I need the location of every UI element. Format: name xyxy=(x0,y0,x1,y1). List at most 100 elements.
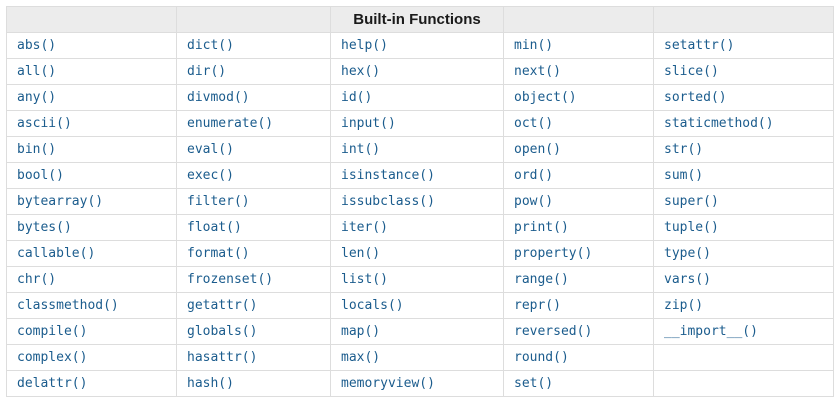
function-link[interactable]: id() xyxy=(341,90,373,105)
function-link[interactable]: list() xyxy=(341,272,388,287)
function-link[interactable]: min() xyxy=(514,38,554,53)
table-cell: next() xyxy=(503,58,654,85)
function-link[interactable]: iter() xyxy=(341,220,388,235)
function-link[interactable]: setattr() xyxy=(664,38,735,53)
function-link[interactable]: object() xyxy=(514,90,577,105)
function-link[interactable]: frozenset() xyxy=(187,272,274,287)
builtin-functions-table: Built-in Functions abs() dict() help() min(… xyxy=(6,6,834,397)
table-cell: range() xyxy=(503,266,654,293)
function-link[interactable]: hash() xyxy=(187,376,234,391)
table-cell: ord() xyxy=(503,162,654,189)
function-link[interactable]: complex() xyxy=(17,350,88,365)
table-row: classmethod() getattr() locals() repr() zip(… xyxy=(6,292,834,319)
function-link[interactable]: memoryview() xyxy=(341,376,435,391)
table-cell: print() xyxy=(503,214,654,241)
function-link[interactable]: oct() xyxy=(514,116,554,131)
function-link[interactable]: pow() xyxy=(514,194,554,209)
function-link[interactable]: staticmethod() xyxy=(664,116,774,131)
function-link[interactable]: globals() xyxy=(187,324,258,339)
function-link[interactable]: open() xyxy=(514,142,561,157)
function-link[interactable]: filter() xyxy=(187,194,250,209)
function-link[interactable]: chr() xyxy=(17,272,57,287)
function-link[interactable]: ascii() xyxy=(17,116,72,131)
table-cell: iter() xyxy=(330,214,504,241)
function-link[interactable]: max() xyxy=(341,350,381,365)
table-caption: Built-in Functions xyxy=(330,6,504,33)
table-cell: bytearray() xyxy=(6,188,177,215)
function-link[interactable]: round() xyxy=(514,350,569,365)
function-link[interactable]: reversed() xyxy=(514,324,593,339)
page-body: Built-in Functions abs() dict() help() min(… xyxy=(6,6,834,397)
table-cell: ascii() xyxy=(6,110,177,137)
table-cell: property() xyxy=(503,240,654,267)
table-header: Built-in Functions xyxy=(6,6,834,33)
function-link[interactable]: int() xyxy=(341,142,381,157)
function-link[interactable]: hex() xyxy=(341,64,381,79)
table-row: bool() exec() isinstance() ord() sum() xyxy=(6,162,834,189)
function-link[interactable]: delattr() xyxy=(17,376,88,391)
function-link[interactable]: print() xyxy=(514,220,569,235)
function-link[interactable]: bytearray() xyxy=(17,194,104,209)
table-cell: memoryview() xyxy=(330,370,504,397)
table-cell: any() xyxy=(6,84,177,111)
function-link[interactable]: bin() xyxy=(17,142,57,157)
table-header-cell-empty xyxy=(176,6,331,33)
table-row: delattr() hash() memoryview() set() xyxy=(6,370,834,397)
function-link[interactable]: str() xyxy=(664,142,704,157)
table-cell: dir() xyxy=(176,58,331,85)
function-link[interactable]: vars() xyxy=(664,272,711,287)
function-link[interactable]: eval() xyxy=(187,142,234,157)
table-row: bytes() float() iter() print() tuple() xyxy=(6,214,834,241)
function-link[interactable]: slice() xyxy=(664,64,719,79)
function-link[interactable]: hasattr() xyxy=(187,350,258,365)
table-cell: globals() xyxy=(176,318,331,345)
table-cell: classmethod() xyxy=(6,292,177,319)
table-cell: sum() xyxy=(653,162,834,189)
table-header-cell-empty xyxy=(6,6,177,33)
function-link[interactable]: float() xyxy=(187,220,242,235)
function-link[interactable]: abs() xyxy=(17,38,57,53)
function-link[interactable]: ord() xyxy=(514,168,554,183)
table-cell: frozenset() xyxy=(176,266,331,293)
function-link[interactable]: isinstance() xyxy=(341,168,435,183)
table-row: callable() format() len() property() type() xyxy=(6,240,834,267)
function-link[interactable]: set() xyxy=(514,376,554,391)
function-link[interactable]: sorted() xyxy=(664,90,727,105)
function-link[interactable]: classmethod() xyxy=(17,298,119,313)
function-link[interactable]: callable() xyxy=(17,246,96,261)
function-link[interactable]: locals() xyxy=(341,298,404,313)
function-link[interactable]: next() xyxy=(514,64,561,79)
function-link[interactable]: exec() xyxy=(187,168,234,183)
table-cell: super() xyxy=(653,188,834,215)
function-link[interactable]: range() xyxy=(514,272,569,287)
table-cell: enumerate() xyxy=(176,110,331,137)
function-link[interactable]: len() xyxy=(341,246,381,261)
table-cell: reversed() xyxy=(503,318,654,345)
function-link[interactable]: sum() xyxy=(664,168,704,183)
function-link[interactable]: type() xyxy=(664,246,711,261)
function-link[interactable]: map() xyxy=(341,324,381,339)
function-link[interactable]: divmod() xyxy=(187,90,250,105)
function-link[interactable]: issubclass() xyxy=(341,194,435,209)
function-link[interactable]: bytes() xyxy=(17,220,72,235)
function-link[interactable]: super() xyxy=(664,194,719,209)
function-link[interactable]: any() xyxy=(17,90,57,105)
function-link[interactable]: dict() xyxy=(187,38,234,53)
function-link[interactable]: help() xyxy=(341,38,388,53)
function-link[interactable]: tuple() xyxy=(664,220,719,235)
table-cell: staticmethod() xyxy=(653,110,834,137)
function-link[interactable]: repr() xyxy=(514,298,561,313)
function-link[interactable]: input() xyxy=(341,116,396,131)
function-link[interactable]: __import__() xyxy=(664,324,758,339)
function-link[interactable]: dir() xyxy=(187,64,227,79)
function-link[interactable]: all() xyxy=(17,64,57,79)
table-row: bin() eval() int() open() str() xyxy=(6,136,834,163)
function-link[interactable]: property() xyxy=(514,246,593,261)
function-link[interactable]: format() xyxy=(187,246,250,261)
table-cell: eval() xyxy=(176,136,331,163)
function-link[interactable]: enumerate() xyxy=(187,116,274,131)
function-link[interactable]: getattr() xyxy=(187,298,258,313)
function-link[interactable]: zip() xyxy=(664,298,704,313)
function-link[interactable]: compile() xyxy=(17,324,88,339)
function-link[interactable]: bool() xyxy=(17,168,64,183)
